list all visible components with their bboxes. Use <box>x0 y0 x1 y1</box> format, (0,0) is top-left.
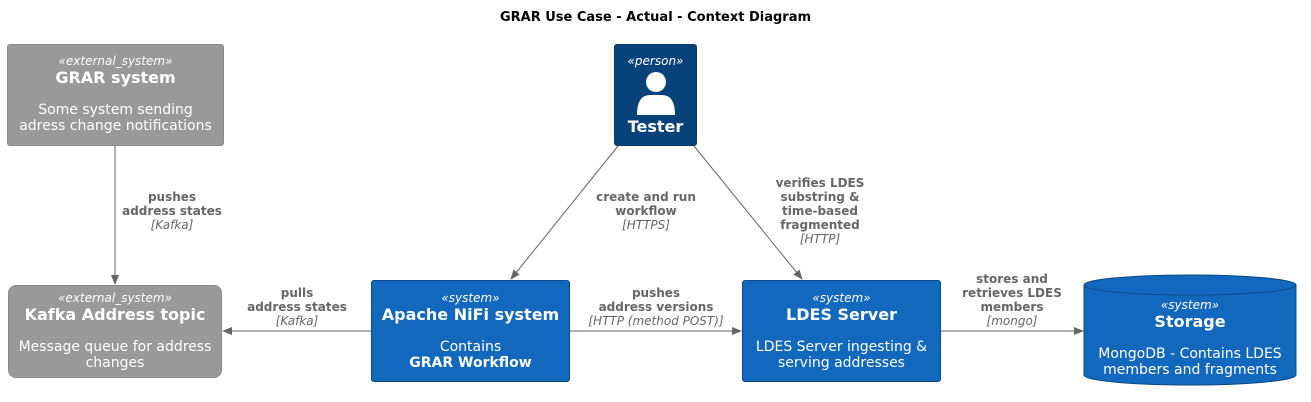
label-tester-ldes-line4: fragmented <box>780 218 860 232</box>
kafka-name: Kafka Address topic <box>24 305 206 324</box>
nifi-description-line1: Contains <box>439 339 502 355</box>
storage-stereotype: «system» <box>1160 298 1220 312</box>
ldes-name: LDES Server <box>786 305 897 324</box>
ldes-stereotype: «system» <box>812 291 871 305</box>
kafka-description-line1: Message queue for address <box>18 339 212 355</box>
storage-cylinder-shape <box>1083 274 1297 386</box>
kafka-description-line2: changes <box>85 355 145 371</box>
node-tester[interactable]: «person» Tester <box>614 44 697 146</box>
node-ldes-server[interactable]: «system» LDES Server LDES Server ingesti… <box>742 280 941 382</box>
label-ldes-storage-line2: retrieves LDES <box>962 286 1062 300</box>
person-icon <box>636 72 675 115</box>
label-tester-nifi-line1: create and run <box>596 190 696 204</box>
label-tester-nifi-tech: [HTTPS] <box>622 218 670 232</box>
node-grar-system[interactable]: «external_system» GRAR system Some syste… <box>7 44 224 146</box>
ldes-description-line2: serving addresses <box>778 355 905 371</box>
grar-stereotype: «external_system» <box>58 54 173 68</box>
grar-description-line2: adress change notifications <box>19 118 212 134</box>
label-ldes-storage-tech: [mongo] <box>986 314 1038 328</box>
label-tester-ldes-line3: time-based <box>781 204 859 218</box>
label-nifi-ldes: pushes address versions [HTTP (method PO… <box>580 286 732 328</box>
label-tester-nifi-line2: workflow <box>615 204 677 218</box>
label-nifi-ldes-line2: address versions <box>598 300 714 314</box>
label-nifi-kafka-line2: address states <box>247 300 347 314</box>
nifi-description-bold: GRAR Workflow <box>409 355 532 371</box>
label-tester-ldes: verifies LDES substring & time-based fra… <box>760 176 880 246</box>
tester-name: Tester <box>627 117 684 136</box>
label-grar-kafka: pushes address states [Kafka] <box>112 190 232 232</box>
label-nifi-kafka-tech: [Kafka] <box>275 314 319 328</box>
label-nifi-kafka-line1: pulls <box>280 286 314 300</box>
label-grar-kafka-line2: address states <box>122 204 222 218</box>
node-apache-nifi[interactable]: «system» Apache NiFi system Contains GRA… <box>371 280 570 382</box>
storage-description-line1: MongoDB - Contains LDES <box>1098 346 1282 362</box>
label-grar-kafka-line1: pushes <box>147 190 197 204</box>
label-nifi-ldes-line1: pushes <box>631 286 681 300</box>
label-tester-ldes-line2: substring & <box>780 190 860 204</box>
label-grar-kafka-tech: [Kafka] <box>150 218 194 232</box>
edge-tester-ldes <box>693 145 803 280</box>
label-ldes-storage-line1: stores and <box>976 272 1048 286</box>
ldes-description-line1: LDES Server ingesting & <box>755 339 928 355</box>
label-nifi-kafka: pulls address states [Kafka] <box>237 286 357 328</box>
storage-name: Storage <box>1154 312 1226 331</box>
kafka-stereotype: «external_system» <box>58 291 172 305</box>
label-ldes-storage-line3: members <box>980 300 1044 314</box>
label-tester-ldes-line1: verifies LDES <box>775 176 865 190</box>
node-kafka-topic[interactable]: «external_system» Kafka Address topic Me… <box>8 285 222 378</box>
label-nifi-ldes-tech: [HTTP (method POST)] <box>588 314 724 328</box>
label-tester-nifi: create and run workflow [HTTPS] <box>586 190 706 232</box>
tester-stereotype: «person» <box>627 54 684 68</box>
node-storage[interactable]: «system» Storage MongoDB - Contains LDES… <box>1083 298 1297 382</box>
nifi-stereotype: «system» <box>441 291 500 305</box>
label-tester-ldes-tech: [HTTP] <box>799 232 841 246</box>
storage-description-line2: members and fragments <box>1103 362 1277 378</box>
edge-tester-nifi <box>510 145 619 280</box>
grar-description-line1: Some system sending <box>38 102 193 118</box>
label-ldes-storage: stores and retrieves LDES members [mongo… <box>952 272 1072 328</box>
grar-name: GRAR system <box>55 68 176 87</box>
diagram-title: GRAR Use Case - Actual - Context Diagram <box>499 10 812 25</box>
nifi-name: Apache NiFi system <box>381 305 560 324</box>
